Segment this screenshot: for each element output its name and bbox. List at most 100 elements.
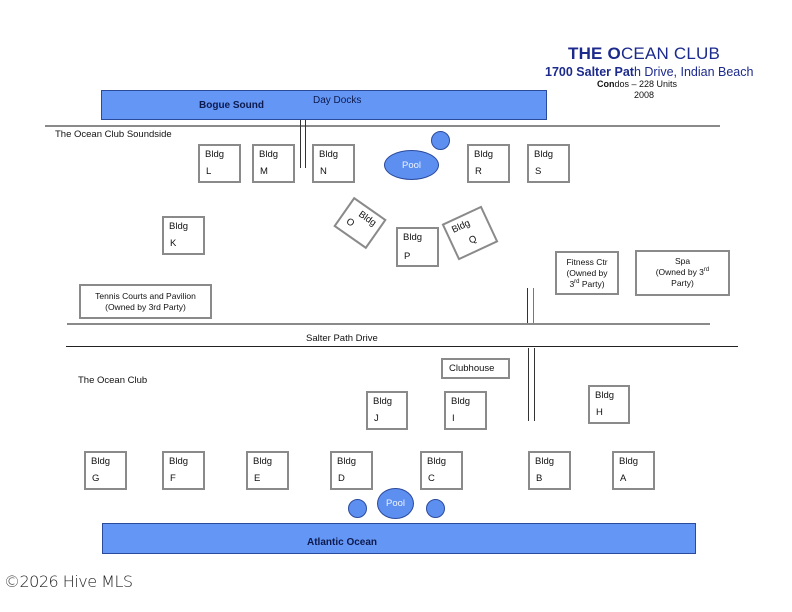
pool-soundside[interactable]: Pool bbox=[384, 150, 439, 180]
map-address: 1700 Salter Path Drive, Indian Beach bbox=[545, 65, 753, 79]
soundside-label: The Ocean Club Soundside bbox=[55, 129, 172, 140]
bldg-prefix: Bldg bbox=[91, 456, 111, 467]
fitness-line-1: Fitness Ctr bbox=[566, 257, 608, 267]
crosswalk-line bbox=[527, 288, 528, 324]
spa-line-2-text: (Owned by 3 bbox=[655, 267, 704, 277]
title-bold: THE O bbox=[568, 44, 621, 63]
map-title: THE OCEAN CLUB bbox=[568, 44, 720, 64]
bldg-prefix: Bldg bbox=[619, 456, 639, 467]
ordinal-rest: Party) bbox=[579, 279, 605, 289]
bogue-sound bbox=[101, 90, 547, 120]
bldg-letter: B bbox=[536, 473, 543, 484]
bldg-prefix: Bldg bbox=[169, 456, 189, 467]
soundside-boundary bbox=[45, 125, 720, 127]
bldg-letter: N bbox=[320, 166, 327, 177]
address-bold: 1700 Salter Pat bbox=[545, 65, 634, 79]
bldg-prefix: Bldg bbox=[403, 232, 423, 243]
hot-tub-soundside bbox=[431, 131, 450, 150]
hot-tub-oceanside-west bbox=[348, 499, 367, 518]
units-rest: dos – 228 Units bbox=[614, 79, 678, 89]
day-docks-label: Day Docks bbox=[313, 95, 362, 106]
bldg-letter: P bbox=[404, 251, 411, 262]
road-edge-south bbox=[66, 346, 738, 347]
bldg-letter: C bbox=[428, 473, 435, 484]
fitness-line-3: 3rd Party) bbox=[557, 279, 617, 290]
bldg-prefix: Bldg bbox=[534, 149, 554, 160]
bldg-letter: S bbox=[535, 166, 542, 177]
ordinal-sup: rd bbox=[703, 267, 710, 274]
bldg-prefix: Bldg bbox=[450, 217, 472, 236]
tennis-line-1: Tennis Courts and Pavilion bbox=[95, 291, 196, 301]
bldg-letter: E bbox=[254, 473, 261, 484]
bldg-prefix: Bldg bbox=[595, 390, 615, 401]
ordinal-num: 3 bbox=[569, 279, 575, 289]
dock-walkway-line bbox=[300, 120, 301, 168]
bldg-letter: D bbox=[338, 473, 345, 484]
ordinal-sup: rd bbox=[574, 279, 580, 286]
bldg-prefix: Bldg bbox=[253, 456, 273, 467]
bldg-prefix: Bldg bbox=[205, 149, 225, 160]
bldg-letter: R bbox=[475, 166, 482, 177]
pool-oceanside[interactable]: Pool bbox=[377, 488, 414, 519]
bldg-prefix: Bldg bbox=[373, 396, 393, 407]
bldg-letter: O bbox=[343, 216, 357, 230]
unit-count: Condos – 228 Units bbox=[597, 79, 677, 89]
fitness-center[interactable]: Fitness Ctr (Owned by 3rd Party) bbox=[555, 251, 619, 295]
bldg-prefix: Bldg bbox=[319, 149, 339, 160]
bldg-letter: I bbox=[452, 413, 455, 424]
title-rest: CEAN CLUB bbox=[620, 44, 721, 63]
units-bold: Con bbox=[597, 79, 615, 89]
hot-tub-oceanside-east bbox=[426, 499, 445, 518]
fitness-line-2: (Owned by bbox=[566, 268, 608, 278]
bldg-prefix: Bldg bbox=[474, 149, 494, 160]
clubhouse[interactable]: Clubhouse bbox=[441, 358, 510, 379]
bldg-letter: K bbox=[170, 238, 177, 249]
bldg-letter: A bbox=[620, 473, 627, 484]
bldg-letter: J bbox=[374, 413, 379, 424]
bldg-letter: Q bbox=[467, 233, 479, 247]
copyright: ©2026 Hive MLS bbox=[4, 572, 133, 591]
road-edge-north bbox=[67, 323, 710, 325]
tennis-courts[interactable]: Tennis Courts and Pavilion (Owned by 3rd… bbox=[79, 284, 212, 319]
bldg-letter: M bbox=[260, 166, 268, 177]
spa-line-3: Party) bbox=[671, 278, 694, 288]
spa[interactable]: Spa (Owned by 3rd Party) bbox=[635, 250, 730, 296]
tennis-line-2: (Owned by 3rd Party) bbox=[105, 302, 186, 312]
bldg-prefix: Bldg bbox=[535, 456, 555, 467]
road-label: Salter Path Drive bbox=[306, 333, 378, 344]
bldg-letter: L bbox=[206, 166, 212, 177]
bldg-letter: H bbox=[596, 407, 603, 418]
bldg-prefix: Bldg bbox=[451, 396, 471, 407]
bldg-letter: G bbox=[92, 473, 100, 484]
bldg-letter: F bbox=[170, 473, 176, 484]
spa-line-1: Spa bbox=[674, 256, 691, 266]
crosswalk-line bbox=[528, 348, 529, 421]
bldg-prefix: Bldg bbox=[356, 208, 379, 229]
crosswalk-line bbox=[534, 348, 535, 421]
crosswalk-line bbox=[533, 288, 534, 324]
spa-line-2: (Owned by 3rd bbox=[637, 267, 728, 278]
bldg-prefix: Bldg bbox=[169, 221, 189, 232]
atlantic-ocean-label: Atlantic Ocean bbox=[307, 537, 378, 548]
address-rest: h Drive, Indian Beach bbox=[633, 65, 754, 79]
atlantic-ocean bbox=[102, 523, 696, 554]
